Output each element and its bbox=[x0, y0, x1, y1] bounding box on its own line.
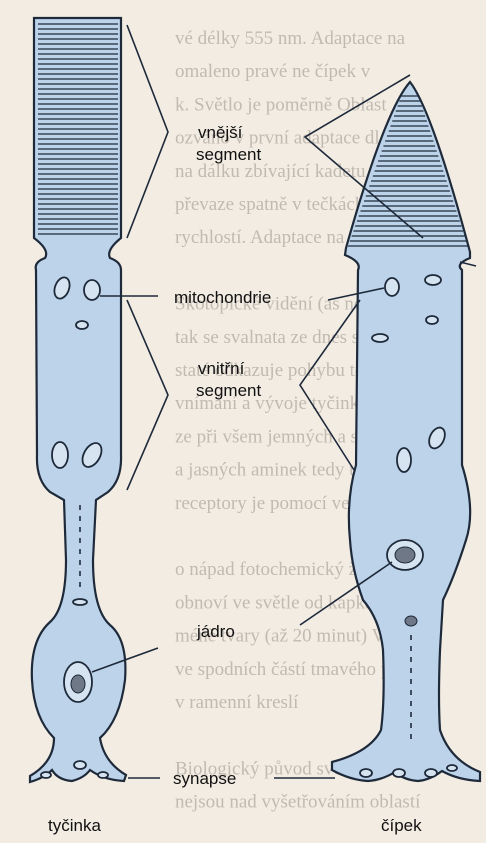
cone-synaptic-vesicle bbox=[360, 769, 372, 777]
synapse-label: synapse bbox=[173, 769, 236, 788]
rod-cell bbox=[30, 18, 126, 782]
background-text-line: ze při všem jemných a střel bbox=[175, 426, 383, 447]
background-text-line: vé délky 555 nm. Adaptace na bbox=[175, 28, 406, 49]
cone-tip-line bbox=[460, 262, 476, 266]
cone-mitochondrion bbox=[426, 316, 438, 324]
cone-mitochondrion bbox=[372, 334, 388, 342]
rod-nucleus-inner bbox=[71, 675, 85, 693]
rod-inner-segment-bracket bbox=[127, 300, 168, 490]
cone-label: čípek bbox=[381, 816, 422, 835]
rod-synaptic-vesicle bbox=[41, 772, 51, 778]
mitochondria-label: mitochondrie bbox=[174, 288, 271, 307]
rod-mitochondrion bbox=[84, 280, 100, 300]
rod-mitochondrion bbox=[76, 321, 88, 329]
cone-synaptic-vesicle bbox=[447, 765, 457, 771]
cone-mitochondrion bbox=[397, 448, 411, 472]
background-text-line: k. Světlo je poměrně Oblast bbox=[175, 94, 387, 115]
rod-outer-segment-bracket bbox=[127, 25, 168, 238]
rod-label: tyčinka bbox=[48, 816, 101, 835]
background-text-line: omaleno pravé ne čípek v bbox=[175, 61, 371, 82]
cone-mitochondrion bbox=[425, 275, 441, 285]
background-text-line: v ramenní kreslí bbox=[175, 692, 299, 713]
background-text-line: nejsou nad vyšetřováním oblastí bbox=[175, 792, 421, 813]
background-text-line: ve spodních částí tmavého pole bbox=[175, 659, 414, 680]
cone-synaptic-vesicle bbox=[393, 769, 405, 777]
cone-small-body bbox=[405, 616, 417, 626]
cone-nucleus-inner bbox=[395, 547, 415, 563]
rod-mitochondrion bbox=[73, 599, 87, 605]
cone-mitochondrion bbox=[385, 278, 399, 296]
cone-synaptic-vesicle bbox=[425, 769, 437, 777]
background-text-line: tak se svalnata ze dnes svět bbox=[175, 327, 383, 348]
rod-synaptic-vesicle bbox=[74, 761, 86, 769]
rod-synaptic-vesicle bbox=[98, 772, 108, 778]
nucleus-label: jádro bbox=[196, 622, 235, 641]
rod-mitochondrion bbox=[52, 442, 68, 468]
